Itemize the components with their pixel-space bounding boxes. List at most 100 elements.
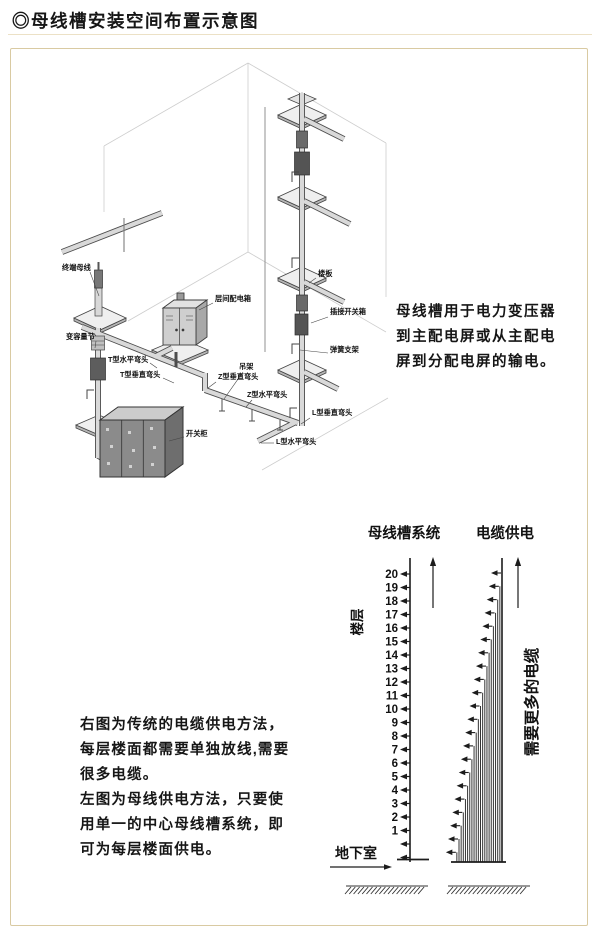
floor-number: 4	[392, 785, 399, 797]
content-frame	[10, 48, 588, 926]
t-vertical-elbow-label: T型垂直弯头	[120, 370, 160, 379]
floor-number: 6	[392, 758, 398, 770]
cable-arrow-icon	[475, 663, 483, 669]
hangers	[219, 399, 283, 431]
basement-label: 地下室	[335, 845, 377, 861]
cable-arrow-icon	[482, 623, 489, 629]
terminal-busbar	[94, 262, 103, 317]
floor-arrow-icon	[400, 719, 407, 726]
hanger-label: 吊架	[239, 362, 254, 371]
floor-number: 14	[385, 650, 398, 662]
spring-support-label: 弹簧支架	[330, 345, 360, 354]
floor-arrow-icon	[400, 814, 407, 820]
title-divider	[8, 34, 592, 35]
cable-arrow-icon	[452, 809, 459, 816]
floor-distribution-box-label: 层间配电箱	[215, 294, 251, 303]
floor-arrow-icon	[400, 679, 407, 685]
up-arrow-icon	[514, 557, 522, 566]
floor-arrow-icon	[400, 584, 407, 591]
cable-arrow-icon	[491, 570, 498, 576]
floor-arrow-icon	[400, 571, 407, 577]
cable-arrow-icon	[473, 676, 481, 683]
component-labels: 终端母线 变容量节 T型水平弯头 T型垂直弯头 层间配电箱 楼板 插接开关箱 弹…	[62, 263, 366, 446]
cable-arrow-icon	[478, 650, 485, 656]
cable-arrow-icon	[454, 796, 461, 802]
switch-cabinet	[98, 406, 185, 478]
floor-arrow-icon	[400, 787, 407, 793]
floor-arrow-icon	[400, 827, 407, 834]
hanger-rods	[123, 107, 266, 352]
floor-arrow-icon	[400, 611, 407, 618]
leader-lines	[89, 271, 329, 444]
busway-vs-cable-chart: 母线槽系统电缆供电2019181716151413121110987654321…	[330, 524, 541, 895]
floor-number: 15	[385, 637, 398, 649]
note-line: 到主配电屏或从主配电	[396, 329, 556, 345]
busway-isometric-diagram: 终端母线 变容量节 T型水平弯头 T型垂直弯头 层间配电箱 楼板 插接开关箱 弹…	[60, 62, 389, 478]
t-horizontal-elbow-label: T型水平弯头	[108, 355, 148, 364]
floor-arrow-icon	[400, 665, 407, 672]
floor-number: 5	[392, 772, 399, 784]
cable-arrow-icon	[465, 729, 472, 736]
floor-number: 1	[392, 826, 399, 838]
floor-number: 12	[385, 677, 398, 689]
floor-arrow-icon	[400, 598, 407, 604]
cable-arrow-icon	[484, 610, 492, 616]
right-column-title: 电缆供电	[476, 524, 534, 542]
floor-arrow-icon	[400, 692, 407, 699]
note-line: 每层楼面都需要单独放线,需要	[80, 742, 290, 758]
cable-arrow-icon	[445, 849, 453, 856]
floor-arrow-icon	[400, 625, 407, 631]
cable-arrow-icon	[469, 703, 476, 709]
floor-arrow-icon	[400, 841, 407, 847]
busway-runs	[60, 93, 352, 470]
cable-arrow-icon	[480, 636, 487, 643]
right-arrow-icon	[384, 864, 392, 870]
note-line: 左图为母线供电方法，只要使	[80, 792, 285, 808]
floor-number: 2	[392, 812, 398, 824]
more-cables-note: 需要更多的电缆	[522, 647, 541, 756]
switch-cabinet-label: 开关柜	[186, 429, 208, 438]
cable-arrow-icon	[448, 836, 455, 842]
cable-arrow-icon	[488, 583, 496, 590]
comparison-description-note: 右图为传统的电缆供电方法， 每层楼面都需要单独放线,需要 很多电缆。 左图为母线…	[80, 713, 330, 863]
cable-arrow-icon	[471, 689, 479, 696]
room-outline	[103, 62, 389, 471]
floor-axis-label: 楼层	[349, 609, 365, 636]
note-line: 可为每层楼面供电。	[80, 842, 222, 858]
floor-number: 10	[385, 704, 398, 716]
floor-arrow-icon	[400, 706, 407, 712]
floor-number: 7	[392, 745, 398, 757]
busway-description-note: 母线槽用于电力变压器 到主配电屏或从主配电 屏到分配电屏的输电。	[396, 300, 576, 375]
floor-slab-label: 楼板	[318, 269, 333, 278]
floor-arrow-icon	[400, 733, 407, 739]
floor-arrow-icon	[400, 652, 407, 658]
floor-arrow-icon	[400, 760, 407, 766]
floor-arrow-icon	[400, 800, 407, 807]
capacity-change-section	[91, 335, 105, 351]
z-horizontal-elbow-label: Z型水平弯头	[247, 390, 287, 399]
l-vertical-elbow-label: L型垂直弯头	[312, 408, 352, 417]
cable-arrow-icon	[458, 769, 466, 776]
spring-supports	[86, 171, 299, 418]
note-line: 用单一的中心母线槽系统，即	[80, 817, 285, 833]
z-vertical-elbow-label: Z型垂直弯头	[218, 372, 258, 381]
floor-slabs	[73, 92, 327, 439]
note-line: 屏到分配电屏的输电。	[396, 354, 556, 370]
floor-arrow-icon	[400, 746, 407, 753]
cable-arrow-icon	[463, 743, 470, 749]
floor-number: 11	[386, 691, 399, 703]
plug-in-boxes	[90, 130, 310, 381]
floor-number: 17	[385, 610, 398, 622]
terminal-busbar-label: 终端母线	[62, 263, 92, 272]
floor-arrow-icon	[400, 773, 407, 780]
floor-number: 3	[392, 799, 398, 811]
left-column-title: 母线槽系统	[368, 524, 441, 542]
floor-number: 13	[385, 664, 398, 676]
note-line: 右图为传统的电缆供电方法，	[80, 717, 285, 733]
cable-arrow-icon	[486, 596, 494, 603]
floor-number: 19	[385, 583, 398, 595]
up-arrow-icon	[429, 557, 437, 566]
cable-arrow-icon	[460, 756, 468, 762]
floor-number: 16	[385, 623, 398, 635]
note-line: 母线槽用于电力变压器	[396, 304, 556, 320]
